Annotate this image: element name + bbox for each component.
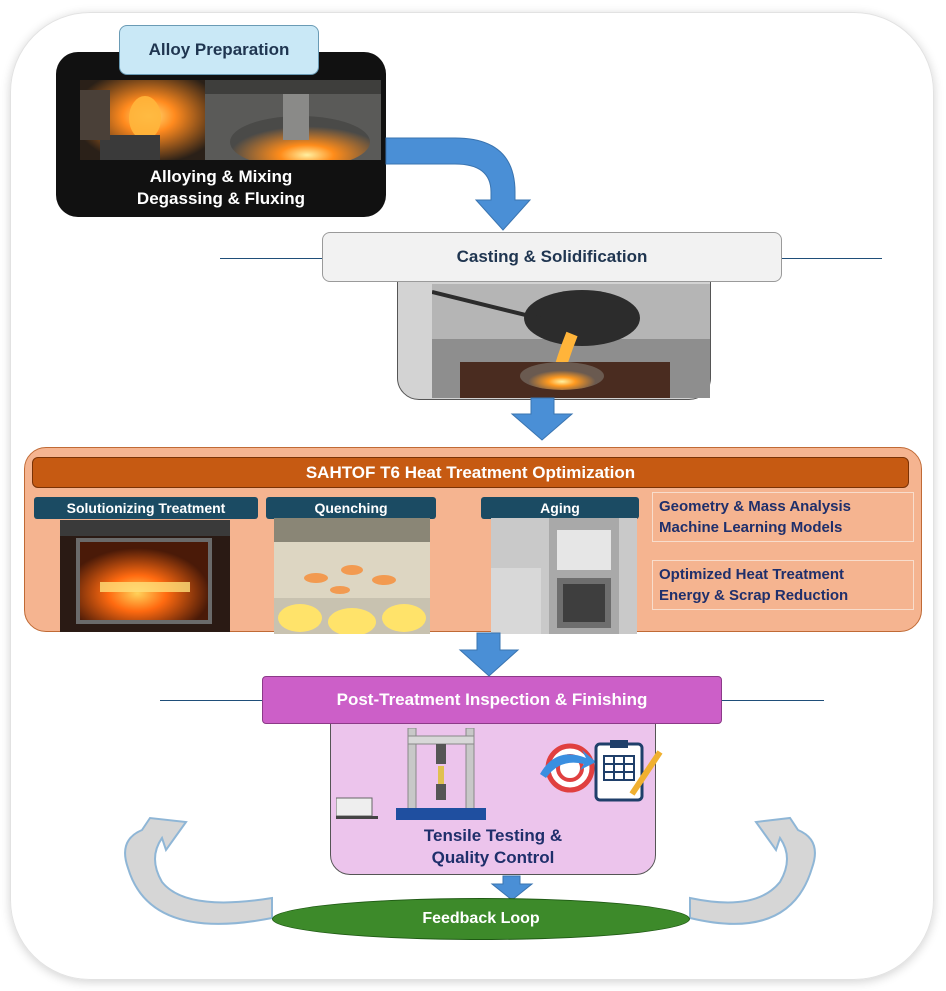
alloy-preparation-steps: Alloying & Mixing Degassing & Fluxing xyxy=(56,166,386,210)
post-treatment-title: Post-Treatment Inspection & Finishing xyxy=(262,676,722,724)
casting-right-line xyxy=(782,258,882,259)
post-left-line xyxy=(160,700,262,701)
casting-pour-photo xyxy=(432,284,710,398)
tensile-testing-text: Tensile Testing & Quality Control xyxy=(330,825,656,869)
machine-learning-models-text: Machine Learning Models xyxy=(659,519,843,536)
geometry-mass-analysis-text: Geometry & Mass Analysis xyxy=(659,498,852,515)
aging-label: Aging xyxy=(481,497,639,519)
quality-control-line: Quality Control xyxy=(431,848,555,867)
analysis-box: Geometry & Mass Analysis Machine Learnin… xyxy=(652,492,914,542)
arrow-sahtof-to-post xyxy=(458,632,520,677)
feedback-right-arrow xyxy=(689,816,816,925)
tensile-machine-icon xyxy=(336,728,486,820)
quenching-label: Quenching xyxy=(266,497,436,519)
sahtof-title: SAHTOF T6 Heat Treatment Optimization xyxy=(32,457,909,488)
quality-checklist-icon xyxy=(540,740,663,802)
outer-frame xyxy=(10,12,934,980)
quenching-photo xyxy=(274,518,430,634)
casting-left-line xyxy=(220,258,322,259)
molten-pour-photo xyxy=(80,80,205,160)
solutionizing-label: Solutionizing Treatment xyxy=(34,497,258,519)
feedback-loop: Feedback Loop xyxy=(272,898,690,940)
feedback-left-arrow xyxy=(124,816,273,925)
arrow-alloy-to-casting xyxy=(385,137,532,231)
solutionizing-furnace-photo xyxy=(60,520,230,632)
degassing-fluxing-text: Degassing & Fluxing xyxy=(136,189,306,208)
energy-scrap-reduction-text: Energy & Scrap Reduction xyxy=(659,587,849,604)
post-right-line xyxy=(722,700,824,701)
tensile-testing-line: Tensile Testing & xyxy=(423,826,563,845)
melting-furnace-photo xyxy=(205,80,381,160)
aging-oven-photo xyxy=(491,518,637,634)
outcome-box: Optimized Heat Treatment Energy & Scrap … xyxy=(652,560,914,610)
arrow-post-to-feedback xyxy=(490,875,534,901)
casting-solidification-title: Casting & Solidification xyxy=(322,232,782,282)
optimized-heat-treatment-text: Optimized Heat Treatment xyxy=(659,566,845,583)
arrow-casting-to-sahtof xyxy=(510,397,574,441)
alloy-preparation-title: Alloy Preparation xyxy=(119,25,319,75)
alloying-mixing-text: Alloying & Mixing xyxy=(149,167,293,186)
